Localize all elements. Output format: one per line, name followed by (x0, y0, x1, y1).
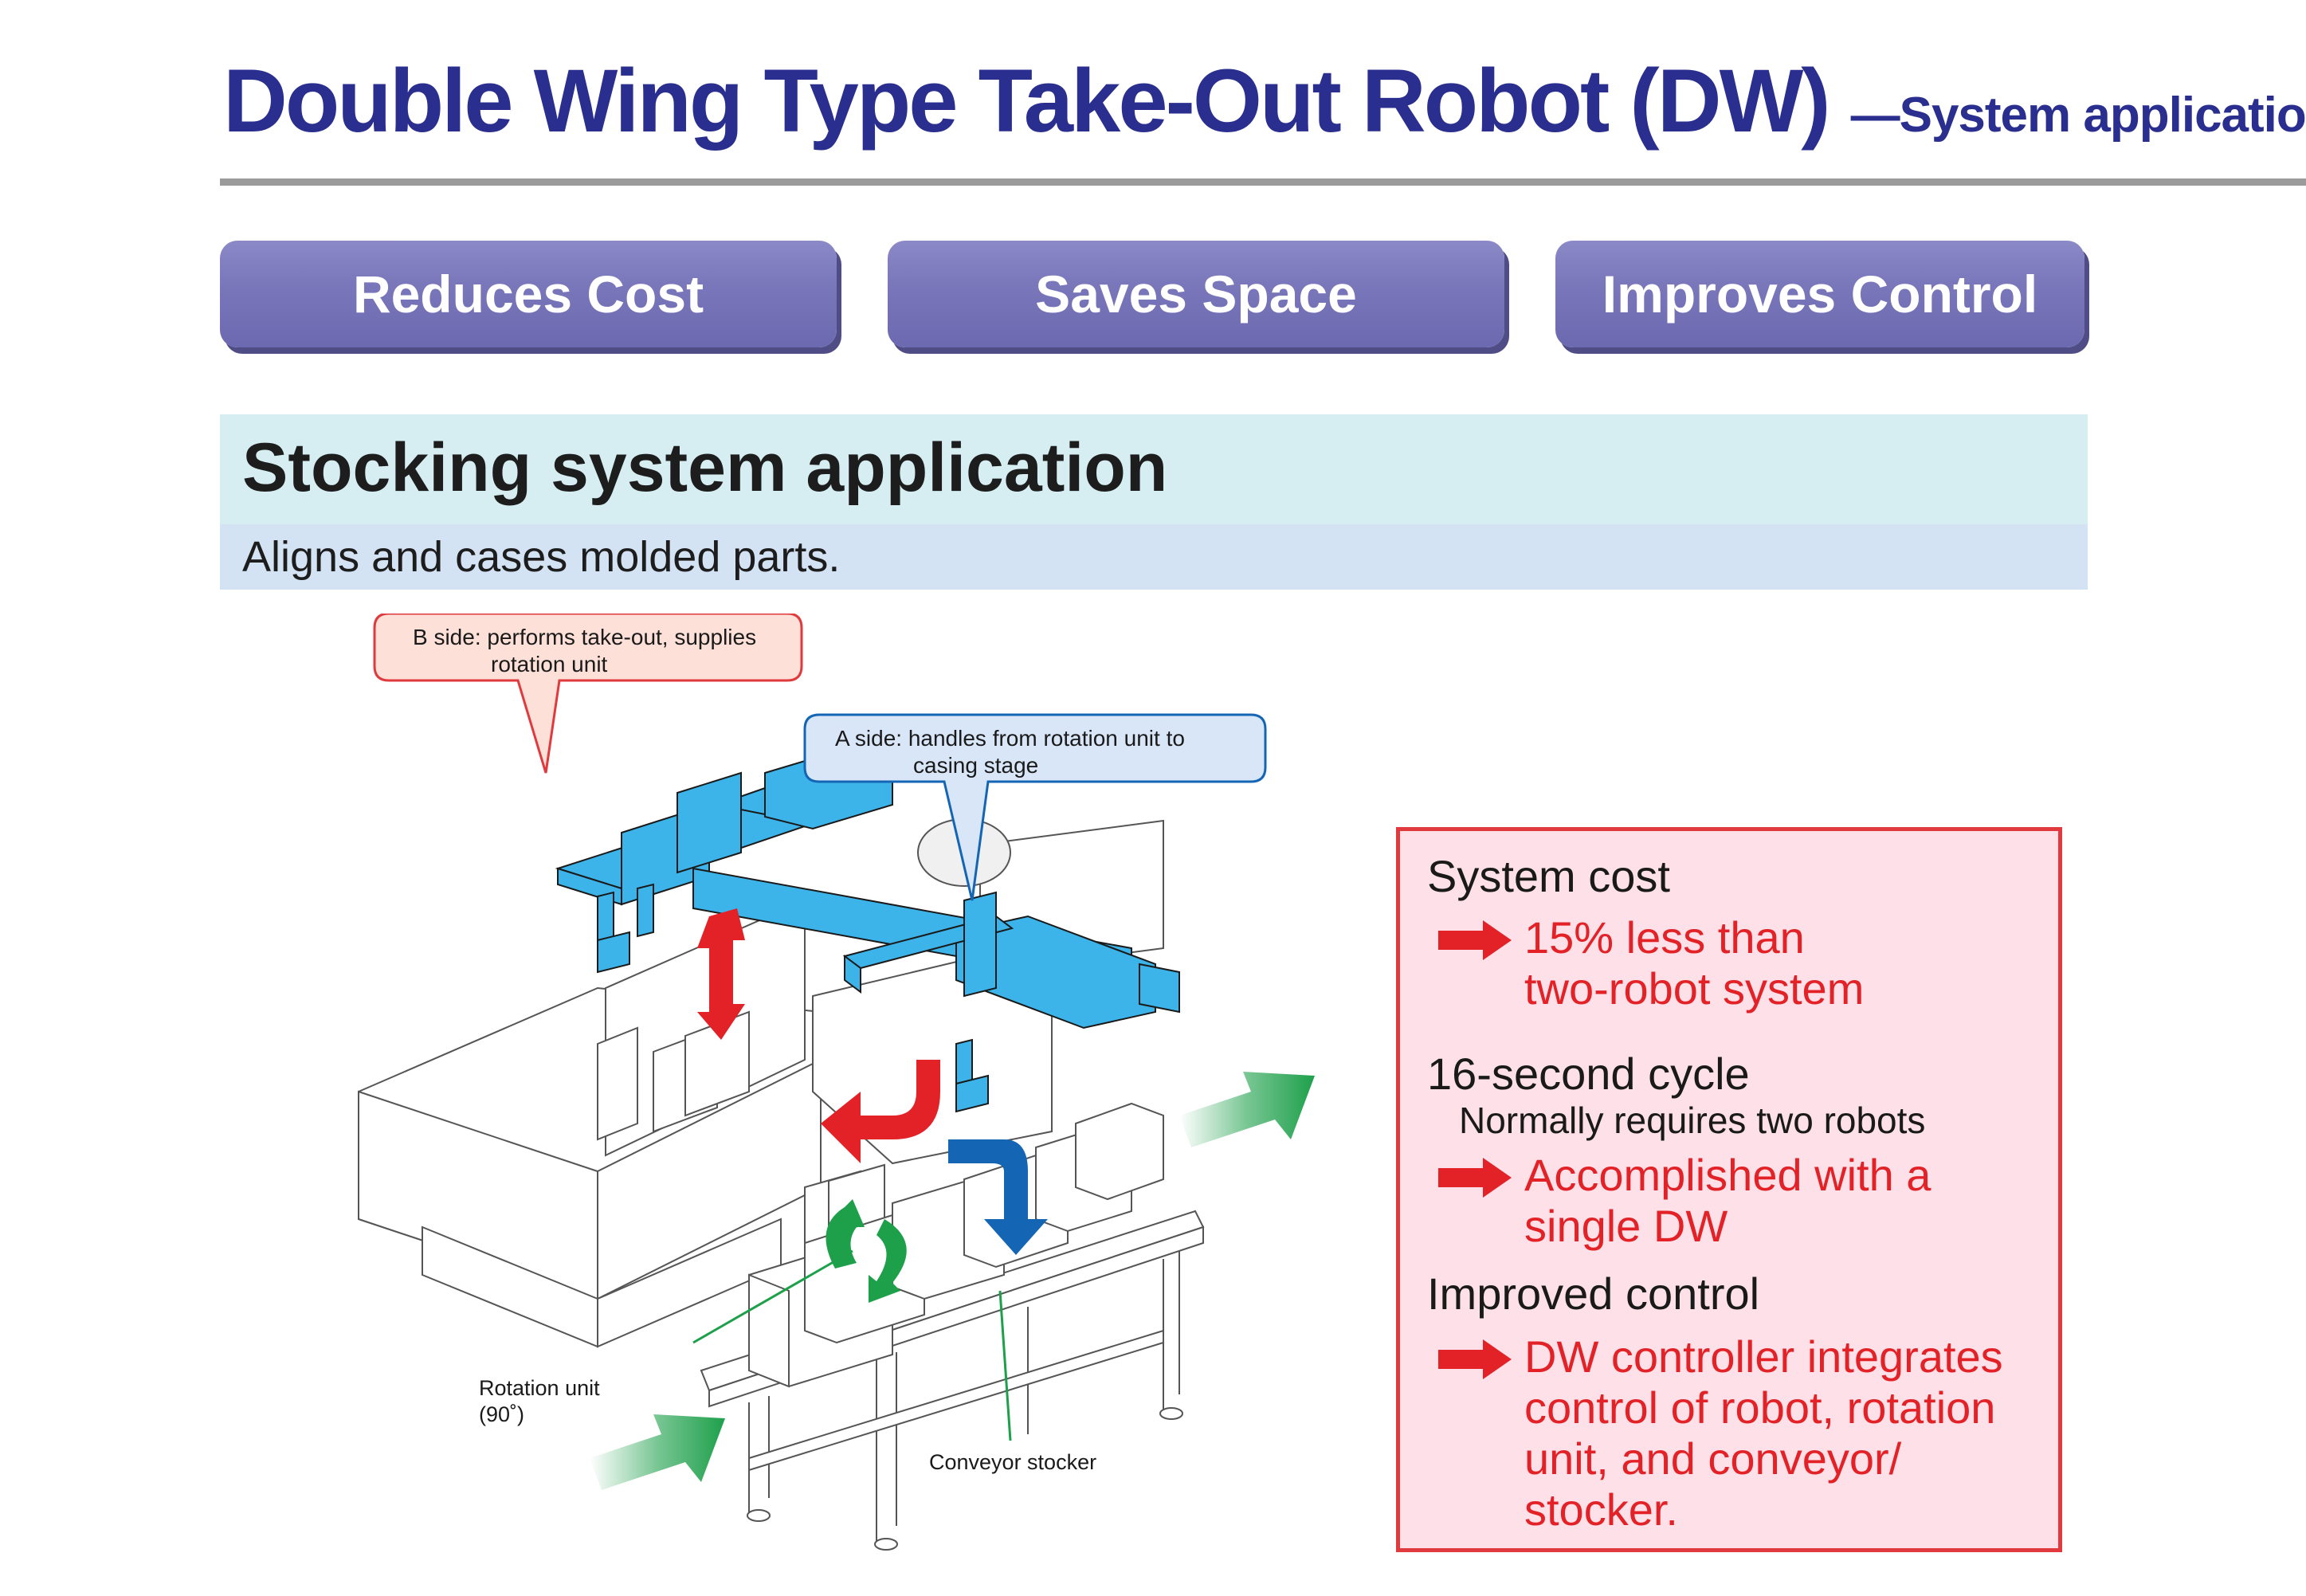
control-heading: Improved control (1427, 1269, 1760, 1319)
rotation-unit-label-line2: (90˚) (479, 1402, 524, 1426)
cycle-result: Accomplished with a single DW (1524, 1150, 1931, 1251)
feature-improves-control: Improves Control (1555, 241, 2084, 347)
rotation-unit-label-line1: Rotation unit (479, 1376, 600, 1400)
dw-robot (555, 747, 1180, 1113)
flow-in-arrow (590, 1414, 725, 1490)
cycle-heading: 16-second cycle (1427, 1049, 1750, 1099)
page-title-main: Double Wing Type Take-Out Robot (DW) (223, 51, 1831, 151)
section-title: Stocking system application (242, 429, 1168, 506)
system-cost-heading: System cost (1427, 851, 1670, 901)
rotation-leader-line (692, 1249, 853, 1344)
stocking-system-diagram: B side: performs take-out, supplies rota… (358, 614, 1315, 1551)
section-header-band (220, 414, 2088, 524)
right-arrow-icon (1438, 920, 1512, 960)
page-title-sub: —System applications— (1850, 88, 2306, 143)
callout-a-side: A side: handles from rotation unit to ca… (803, 713, 1267, 901)
callout-b-side: B side: performs take-out, supplies rota… (373, 614, 803, 774)
molding-machine (358, 818, 1164, 1348)
callout-a-line2: casing stage (913, 753, 1038, 778)
feature-reduces-cost: Reduces Cost (220, 241, 837, 347)
conveyor-stocker-label: Conveyor stocker (929, 1450, 1096, 1474)
casing-blue-arrow (948, 1139, 1048, 1255)
callout-b-line2: rotation unit (491, 652, 608, 676)
callout-b-line1: B side: performs take-out, supplies (413, 625, 756, 649)
feature-saves-space: Saves Space (888, 241, 1504, 347)
callout-a-line1: A side: handles from rotation unit to (835, 726, 1185, 751)
flow-out-arrow (1179, 1072, 1315, 1147)
cycle-note: Normally requires two robots (1459, 1100, 1926, 1141)
conveyor-stocker (700, 1102, 1205, 1551)
right-arrow-icon (1438, 1339, 1512, 1379)
right-arrow-icon (1438, 1158, 1512, 1198)
title-divider (220, 178, 2306, 186)
motion-arrows (590, 908, 1315, 1490)
rotation-handoff-red-arrow (821, 1060, 940, 1163)
control-result: DW controller integrates control of robo… (1524, 1331, 2003, 1535)
section-subtitle: Aligns and cases molded parts. (242, 533, 841, 581)
rotation-green-arrow-lower (869, 1219, 907, 1303)
system-cost-result: 15% less than two-robot system (1524, 912, 1865, 1014)
page-title: Double Wing Type Take-Out Robot (DW) —Sy… (223, 49, 2306, 169)
conveyor-leader-line (998, 1290, 1012, 1441)
benefits-box: System cost 15% less than two-robot syst… (1396, 827, 2062, 1552)
vertical-motion-arrow (697, 908, 745, 1040)
section-subtitle-band (220, 524, 2088, 590)
rotation-green-arrow-upper (826, 1199, 865, 1269)
